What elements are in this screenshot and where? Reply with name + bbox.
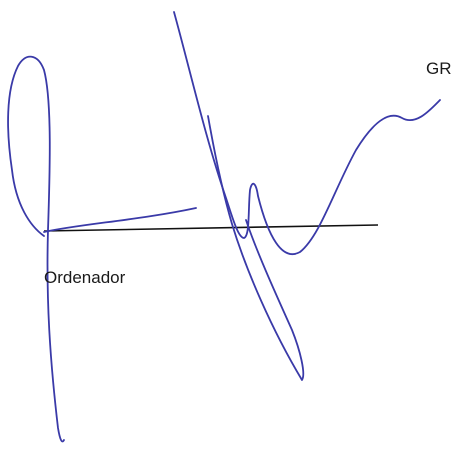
signature-line <box>43 224 379 232</box>
stroke-left-loop <box>7 55 65 443</box>
stroke-connector <box>43 207 197 233</box>
label-role: Ordenador <box>44 268 126 287</box>
stroke-diagonal-squiggle <box>173 11 441 255</box>
stroke-descender <box>207 115 305 381</box>
label-gr: GR <box>426 59 452 78</box>
signature-ink-strokes <box>7 11 441 443</box>
